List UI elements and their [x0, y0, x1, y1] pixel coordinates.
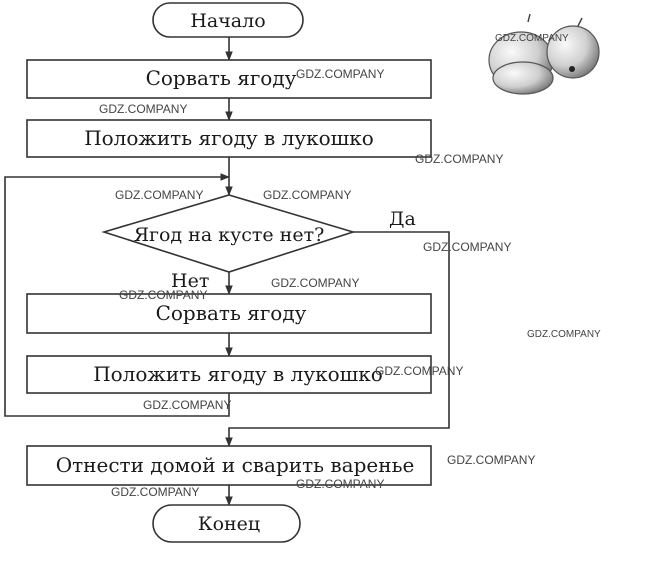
step2-label: Положить ягоду в лукошко — [84, 126, 374, 150]
watermark-text: GDZ.COMPANY — [447, 453, 535, 467]
watermark-text: GDZ.COMPANY — [115, 188, 203, 202]
process-step-take-home: Отнести домой и сварить варенье — [26, 445, 432, 486]
process-step-pick-berry: Сорвать ягоду — [26, 59, 432, 99]
watermark-text: GDZ.COMPANY — [423, 240, 511, 254]
watermark-text: GDZ.COMPANY — [375, 364, 463, 378]
watermark-text: GDZ.COMPANY — [143, 398, 231, 412]
watermark-text: GDZ.COMPANY — [495, 33, 569, 44]
watermark-text: GDZ.COMPANY — [296, 67, 384, 81]
start-label: Начало — [190, 10, 265, 32]
berry-right — [546, 25, 600, 79]
loop-step2-label: Положить ягоду в лукошко — [93, 362, 383, 386]
decision-no-berries: Ягод на кусте нет? — [101, 194, 356, 273]
process-step-loop-put-in-basket: Положить ягоду в лукошко — [26, 355, 432, 394]
process-step-loop-pick-berry: Сорвать ягоду — [26, 293, 432, 334]
arrow-loop-back — [4, 173, 230, 417]
watermark-text: GDZ.COMPANY — [99, 102, 187, 116]
no-label: Нет — [171, 270, 209, 292]
step1-label: Сорвать ягоду — [146, 66, 297, 90]
loop-step1-label: Сорвать ягоду — [156, 301, 307, 325]
yes-label: Да — [389, 208, 416, 230]
watermarks: GDZ.COMPANY GDZ.COMPANY GDZ.COMPANY GDZ.… — [99, 33, 601, 499]
watermark-text: GDZ.COMPANY — [111, 485, 199, 499]
berry-stem-right — [577, 17, 583, 27]
berry-stem-left — [527, 13, 531, 23]
watermark-text: GDZ.COMPANY — [263, 188, 351, 202]
end-label: Конец — [198, 513, 260, 535]
watermark-text: GDZ.COMPANY — [119, 288, 207, 302]
decision-label: Ягод на кусте нет? — [134, 224, 325, 246]
berry-bottom — [492, 61, 554, 95]
berry-calyx — [569, 66, 575, 72]
final-step-label: Отнести домой и сварить варенье — [56, 453, 415, 477]
watermark-text: GDZ.COMPANY — [271, 276, 359, 290]
watermark-text: GDZ.COMPANY — [415, 152, 503, 166]
arrow-decision-yes — [225, 231, 450, 447]
watermark-text: GDZ.COMPANY — [296, 477, 384, 491]
end-terminator: Конец — [152, 504, 301, 543]
berries-illustration — [488, 13, 600, 95]
start-terminator: Начало — [152, 2, 304, 38]
process-step-put-in-basket: Положить ягоду в лукошко — [26, 119, 432, 158]
connectors — [4, 37, 450, 506]
watermark-text: GDZ.COMPANY — [527, 329, 601, 340]
